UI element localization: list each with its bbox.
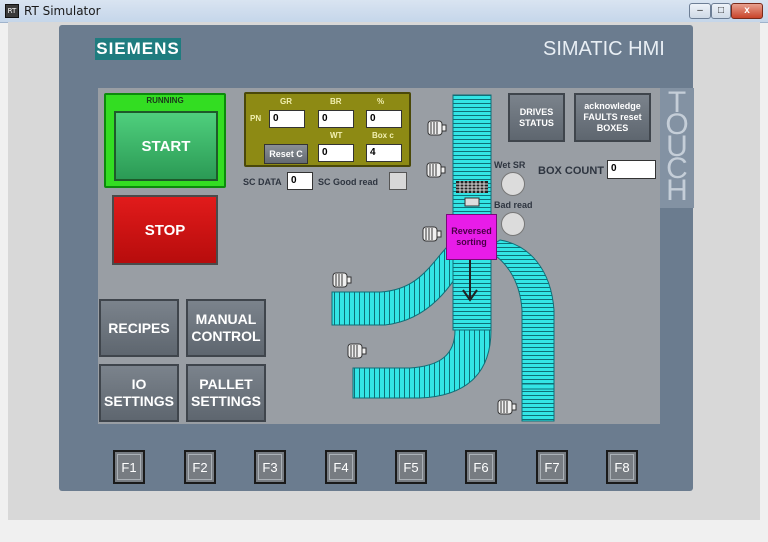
f3-key-label: F3 [262,459,278,475]
sc-data-field[interactable]: 0 [287,172,313,190]
window-title: RT Simulator [24,4,101,18]
gr-label: GR [280,97,292,106]
manual-control-button[interactable]: MANUAL CONTROL [186,299,266,357]
wet-sr-indicator [501,172,525,196]
br-label: BR [330,97,342,106]
wt-label: WT [330,131,343,140]
f2-key[interactable]: F2 [184,450,216,484]
brand-logo: SIEMENS [95,38,181,60]
box-c-field[interactable]: 4 [366,144,402,162]
touch-letter: O [665,108,689,141]
pallet-settings-button[interactable]: PALLET SETTINGS [186,364,266,422]
drives-status-button[interactable]: DRIVES STATUS [508,93,565,142]
wet-sr-label: Wet SR [494,160,526,170]
window-title-bar[interactable]: RT RT Simulator – □ x [0,0,768,23]
f1-key-label: F1 [121,459,137,475]
f8-key-label: F8 [614,459,630,475]
f8-key[interactable]: F8 [606,450,638,484]
motor-icon [422,226,442,242]
reversed-sorting-diverter[interactable]: Reversed sorting [446,214,497,260]
scanner-head [464,197,480,207]
box-c-label: Box c [372,131,394,140]
f4-key[interactable]: F4 [325,450,357,484]
acknowledge-faults-button[interactable]: acknowledge FAULTS reset BOXES [574,93,651,142]
pn-label: PN [250,114,262,123]
io-settings-button[interactable]: IO SETTINGS [99,364,179,422]
touch-letter: H [666,174,688,207]
app-icon: RT [5,4,19,18]
reset-c-button[interactable]: Reset C [264,144,308,164]
touch-letter: T [667,86,687,119]
touch-letter: C [666,152,688,185]
f6-key-label: F6 [473,459,489,475]
stop-button[interactable]: STOP [112,195,218,265]
pct-field[interactable]: 0 [366,110,402,128]
f1-key[interactable]: F1 [113,450,145,484]
minimize-button[interactable]: – [689,3,711,19]
motor-icon [426,162,446,178]
sc-good-read-label: SC Good read [318,177,379,187]
recipes-button[interactable]: RECIPES [99,299,179,357]
recipe-data-panel: GR BR % PN 0 0 0 WT Box c Reset C 0 4 [244,92,411,167]
f2-key-label: F2 [192,459,208,475]
box-count-field[interactable]: 0 [607,160,656,179]
maximize-button[interactable]: □ [711,3,731,19]
conveyor-main [452,94,492,331]
f7-key-label: F7 [544,459,560,475]
product-name: SIMATIC HMI [543,38,665,60]
start-button[interactable]: START [114,111,218,181]
conveyor-right-branch [483,239,555,422]
running-indicator: RUNNING START [104,93,226,188]
pct-label: % [377,97,385,106]
close-button[interactable]: x [731,3,763,19]
sc-data-label: SC DATA [243,177,282,187]
wt-field[interactable]: 0 [318,144,354,162]
f5-key[interactable]: F5 [395,450,427,484]
motor-icon [332,272,352,288]
motor-icon [497,399,517,415]
touch-letter: U [666,130,688,163]
bad-read-indicator [501,212,525,236]
touch-label: T O U C H [660,88,694,208]
f3-key[interactable]: F3 [254,450,286,484]
f6-key[interactable]: F6 [465,450,497,484]
motor-icon [347,343,367,359]
f7-key[interactable]: F7 [536,450,568,484]
sc-good-read-indicator [389,172,407,190]
motor-icon [427,120,447,136]
bad-read-label: Bad read [494,200,533,210]
gr-field[interactable]: 0 [269,110,305,128]
f4-key-label: F4 [333,459,349,475]
br-field[interactable]: 0 [318,110,354,128]
running-label: RUNNING [146,96,184,105]
f5-key-label: F5 [403,459,419,475]
box-count-label: BOX COUNT [538,165,604,177]
